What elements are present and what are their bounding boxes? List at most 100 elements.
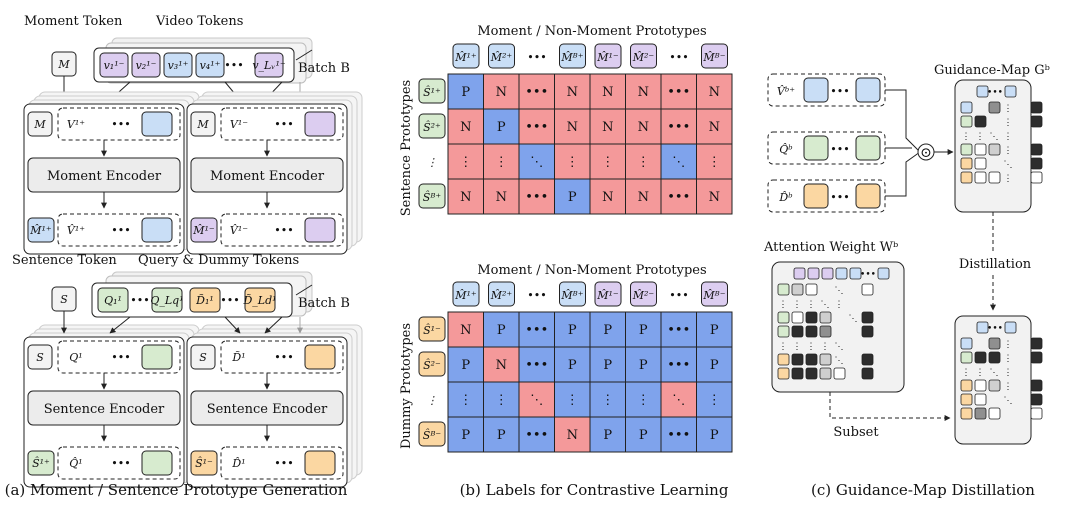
stack-output-first: V̂¹⁺ bbox=[67, 224, 85, 237]
video-token-text-0: v₁¹⁻ bbox=[104, 59, 125, 72]
grid-cell-text-1-5: P bbox=[639, 358, 648, 373]
video-token-row: v₁¹⁻v₂¹⁻v₃¹⁺v₄¹⁺•••v_Lᵥ¹⁻ bbox=[99, 52, 286, 78]
column-header-text-1: M̂²⁺ bbox=[490, 51, 513, 64]
map-cell bbox=[819, 367, 832, 380]
stack-output-first: Q̂¹ bbox=[69, 457, 82, 470]
grid-cell-text-3-6: ••• bbox=[667, 428, 690, 443]
column-header-5 bbox=[630, 281, 657, 307]
grid-cell-3-0 bbox=[447, 178, 484, 215]
grid-cell-text-2-2: ⋱ bbox=[530, 155, 543, 170]
map-dots: ⋮ bbox=[807, 300, 816, 310]
guidance-input-last-2 bbox=[855, 183, 881, 209]
grid-cell-3-4 bbox=[589, 416, 626, 453]
stack-input-first: V¹⁻ bbox=[230, 118, 248, 131]
map-cell bbox=[960, 143, 973, 156]
video-token-text-1: v₂¹⁻ bbox=[136, 59, 157, 72]
grid-cell-text-2-6: ⋱ bbox=[672, 155, 685, 170]
map-cell bbox=[791, 325, 804, 338]
bottom-column-headers: M̂¹⁺M̂²⁺•••M̂ᴮ⁺M̂¹⁻M̂²⁻•••M̂ᴮ⁻ bbox=[452, 281, 728, 307]
grid-cell-1-4 bbox=[589, 346, 626, 383]
grid-cell-text-0-4: P bbox=[603, 323, 612, 338]
map-cell bbox=[960, 379, 973, 392]
stack-output-token bbox=[190, 450, 218, 476]
top-row-headers: Ŝ¹⁺Ŝ²⁺⋮Ŝᴮ⁺ bbox=[418, 78, 446, 209]
grid-cell-text-0-5: N bbox=[638, 85, 649, 100]
map-cell bbox=[988, 337, 1001, 350]
grid-cell-text-2-0: ⋮ bbox=[459, 155, 472, 170]
stack-output-last bbox=[304, 217, 336, 243]
stack-output-first: V̂¹⁻ bbox=[230, 224, 248, 237]
map-dots: ⋮ bbox=[779, 342, 788, 352]
grid-cell-text-3-4: P bbox=[603, 428, 612, 443]
map-dots: ⋱ bbox=[821, 300, 830, 310]
map-dots: ⋮ bbox=[1004, 118, 1013, 128]
map-cell bbox=[791, 283, 804, 296]
map-dots: ⋱ bbox=[835, 356, 844, 366]
bottom-row-headers: Ŝ¹⁻Ŝ²⁻⋮Ŝᴮ⁻ bbox=[418, 316, 446, 447]
stack-input-last bbox=[141, 344, 173, 370]
stack-input-last bbox=[141, 111, 173, 137]
grid-cell-3-2 bbox=[518, 416, 555, 453]
grid-cell-1-1 bbox=[483, 108, 520, 145]
moment-token-text: M bbox=[57, 58, 70, 71]
map-cell bbox=[974, 115, 987, 128]
map-cell bbox=[960, 407, 973, 420]
column-header-text-2: ••• bbox=[527, 289, 546, 302]
map-cell bbox=[974, 351, 987, 364]
grid-cell-text-3-1: N bbox=[496, 190, 507, 205]
grid-cell-text-0-4: N bbox=[602, 85, 613, 100]
grid-cell-text-3-5: P bbox=[639, 428, 648, 443]
grid-cell-text-0-6: ••• bbox=[667, 85, 690, 100]
map-cell bbox=[777, 325, 790, 338]
map-cell bbox=[974, 407, 987, 420]
map-cell bbox=[861, 311, 874, 324]
column-header-text-6: ••• bbox=[669, 289, 688, 302]
subset-label: Subset bbox=[833, 425, 879, 440]
guidance-input-last-0 bbox=[855, 77, 881, 103]
query-token-text-0: Q₁¹ bbox=[104, 294, 122, 307]
grid-cell-1-1 bbox=[483, 346, 520, 383]
column-header-text-5: M̂²⁻ bbox=[632, 51, 655, 64]
row-header-text-0: Ŝ¹⁻ bbox=[423, 323, 441, 337]
query-token-text-3: D̃₁¹ bbox=[195, 294, 214, 307]
map-cell bbox=[974, 393, 987, 406]
map-top-cell bbox=[976, 321, 989, 334]
video-token-text-2: v₃¹⁺ bbox=[168, 59, 189, 72]
video-token-5 bbox=[254, 52, 284, 78]
stack-input-first: D̃¹ bbox=[231, 351, 245, 364]
map-dots: ⋮ bbox=[779, 300, 788, 310]
grid-cell-0-6 bbox=[660, 73, 697, 110]
map-cell bbox=[777, 311, 790, 324]
map-cell bbox=[960, 101, 973, 114]
map-dots: ⋱ bbox=[849, 314, 858, 324]
map-cell bbox=[819, 353, 832, 366]
map-cell bbox=[819, 311, 832, 324]
stack-input-dots: ••• bbox=[111, 351, 130, 364]
grid-cell-text-2-1: ⋮ bbox=[495, 393, 508, 408]
grid-cell-text-0-2: ••• bbox=[525, 323, 548, 338]
grid-cell-0-0 bbox=[447, 73, 484, 110]
map-top-cell bbox=[1004, 85, 1017, 98]
stack-token-box bbox=[190, 111, 216, 137]
guidance-input-dots-2: ••• bbox=[830, 191, 849, 204]
stack-output-token-text: Ŝ¹⁺ bbox=[32, 456, 50, 470]
map-cell bbox=[777, 283, 790, 296]
stack-output-token bbox=[190, 217, 218, 243]
map-top-dots: ••• bbox=[987, 324, 1003, 334]
grid-cell-text-2-3: ⋮ bbox=[566, 155, 579, 170]
column-header-text-2: ••• bbox=[527, 51, 546, 64]
grid-cell-text-0-7: N bbox=[709, 85, 720, 100]
video-token-text-5: v_Lᵥ¹⁻ bbox=[252, 59, 286, 72]
grid-cell-3-5 bbox=[625, 178, 662, 215]
map-top-cell bbox=[835, 267, 848, 280]
stack-token-box bbox=[27, 111, 53, 137]
map-cell bbox=[960, 171, 973, 184]
grid-cell-3-3 bbox=[554, 178, 591, 215]
grid-cell-text-2-4: ⋮ bbox=[601, 393, 614, 408]
grid-cell-2-3 bbox=[554, 381, 591, 418]
grid-cell-text-2-3: ⋮ bbox=[566, 393, 579, 408]
dummy-prototypes-label: Dummy Prototypes bbox=[399, 323, 414, 449]
grid-cell-3-6 bbox=[660, 416, 697, 453]
query-token-text-4: ••• bbox=[220, 294, 239, 307]
query-token-2 bbox=[151, 287, 183, 313]
